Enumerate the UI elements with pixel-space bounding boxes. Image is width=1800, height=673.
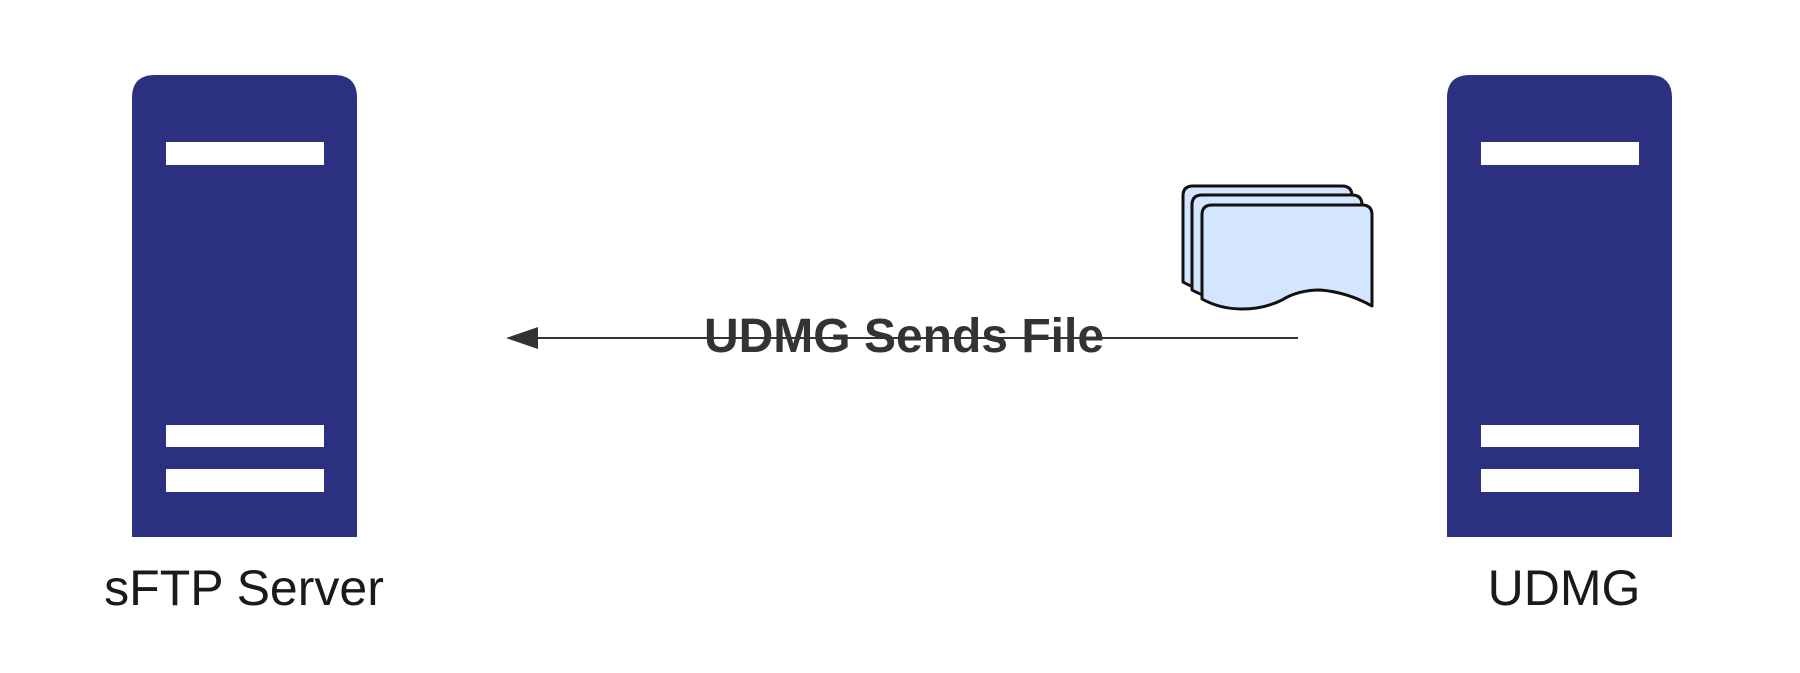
udmg-server-icon bbox=[1447, 75, 1672, 537]
file-stack-icon bbox=[1181, 184, 1374, 311]
edge-label: UDMG Sends File bbox=[703, 310, 1105, 363]
sftp-server-label: sFTP Server bbox=[104, 560, 384, 616]
udmg-label: UDMG bbox=[1487, 560, 1641, 616]
connector-arrow bbox=[506, 327, 1298, 349]
sftp-server-icon bbox=[132, 75, 357, 537]
